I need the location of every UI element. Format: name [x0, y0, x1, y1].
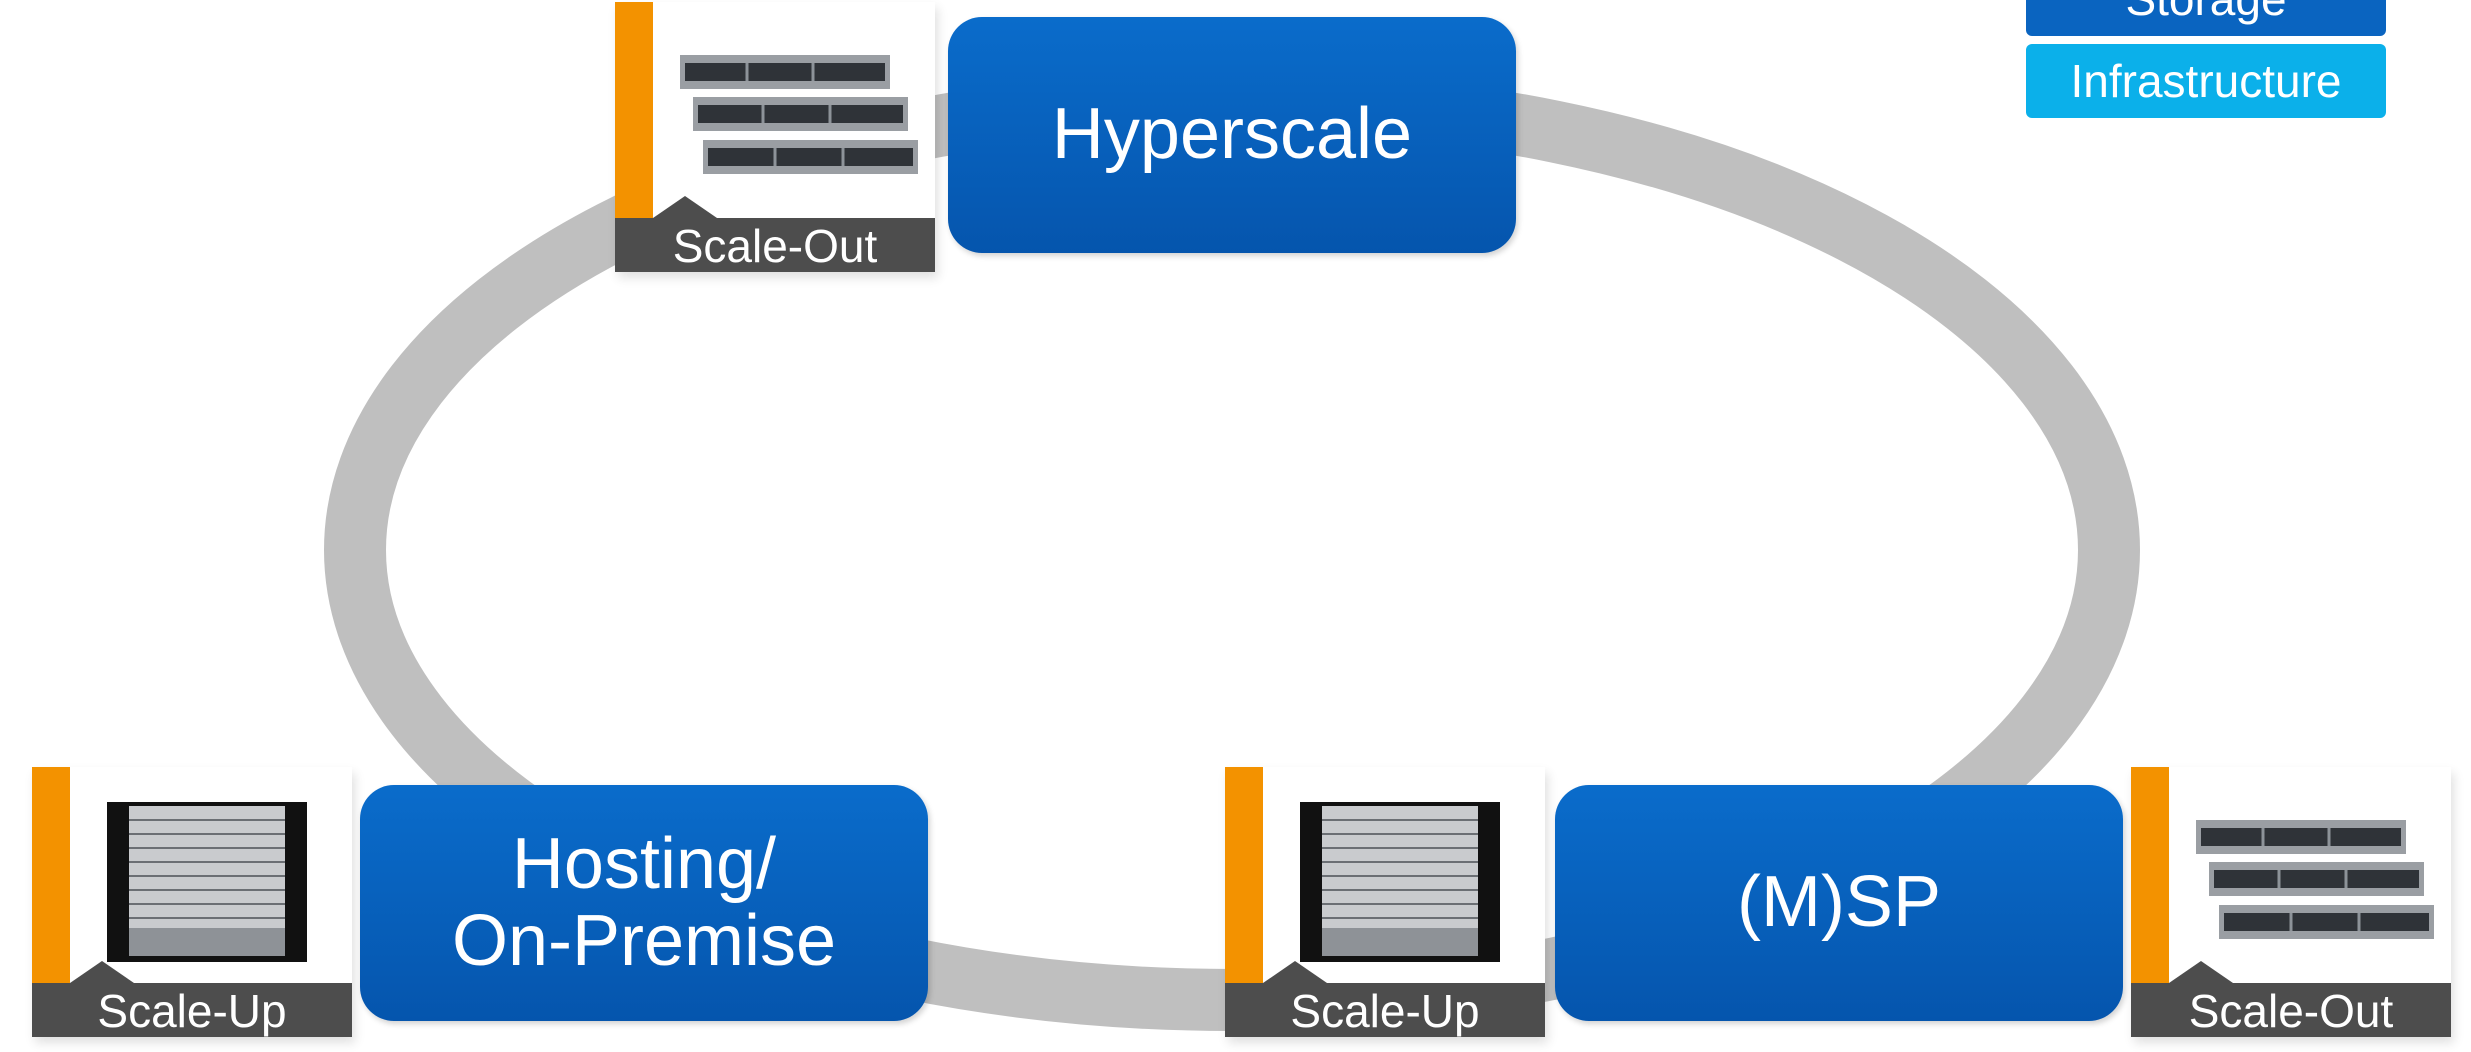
tower-server-icon	[1300, 802, 1500, 962]
card-notch	[653, 196, 717, 218]
legend-infrastructure-tag: Infrastructure	[2026, 44, 2386, 118]
tower-server-icon	[107, 802, 307, 962]
hosting-server-card: Scale-Up	[32, 767, 352, 1037]
hosting-title-line1: Hosting/	[511, 823, 777, 904]
msp-scale-out-card: Scale-Out	[2131, 767, 2451, 1037]
card-notch	[1263, 961, 1327, 983]
hosting-box: Hosting/ On-Premise	[360, 785, 928, 1021]
msp-title: (M)SP	[1737, 862, 1941, 943]
hyperscale-server-card: Scale-Out	[615, 2, 935, 272]
msp-scale-up-card: Scale-Up	[1225, 767, 1545, 1037]
card-accent-bar	[32, 767, 70, 983]
card-notch	[2169, 961, 2233, 983]
msp-box: (M)SP	[1555, 785, 2123, 1021]
hyperscale-box: Hyperscale	[948, 17, 1516, 253]
hyperscale-scale-label: Scale-Out	[615, 218, 935, 272]
hosting-scale-label: Scale-Up	[32, 983, 352, 1037]
card-accent-bar	[1225, 767, 1263, 983]
card-notch	[70, 961, 134, 983]
hosting-title-line2: On-Premise	[451, 901, 837, 981]
rack-servers-icon	[680, 55, 918, 174]
rack-servers-icon	[2196, 820, 2434, 939]
msp-scale-out-label: Scale-Out	[2131, 983, 2451, 1037]
hyperscale-title: Hyperscale	[1051, 94, 1413, 175]
msp-scale-up-label: Scale-Up	[1225, 983, 1545, 1037]
card-accent-bar	[615, 2, 653, 218]
legend-storage-tag: Storage	[2026, 0, 2386, 36]
card-accent-bar	[2131, 767, 2169, 983]
